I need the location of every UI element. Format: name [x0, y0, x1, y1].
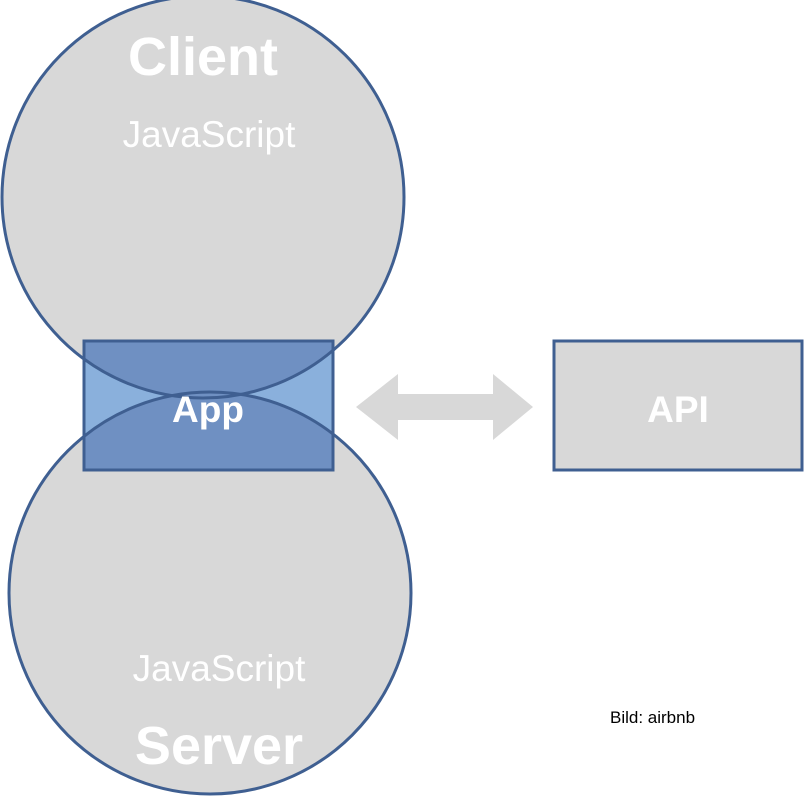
image-credit: Bild: airbnb: [610, 708, 696, 727]
api-box: [552, 339, 804, 472]
server-subtitle: JavaScript: [133, 648, 306, 689]
bidirectional-arrow: [356, 374, 533, 440]
client-subtitle: JavaScript: [123, 114, 296, 155]
server-title: Server: [135, 716, 303, 776]
api-label: API: [647, 389, 709, 430]
app-box: [82, 339, 335, 472]
client-title: Client: [128, 27, 278, 87]
app-label: App: [172, 389, 244, 430]
